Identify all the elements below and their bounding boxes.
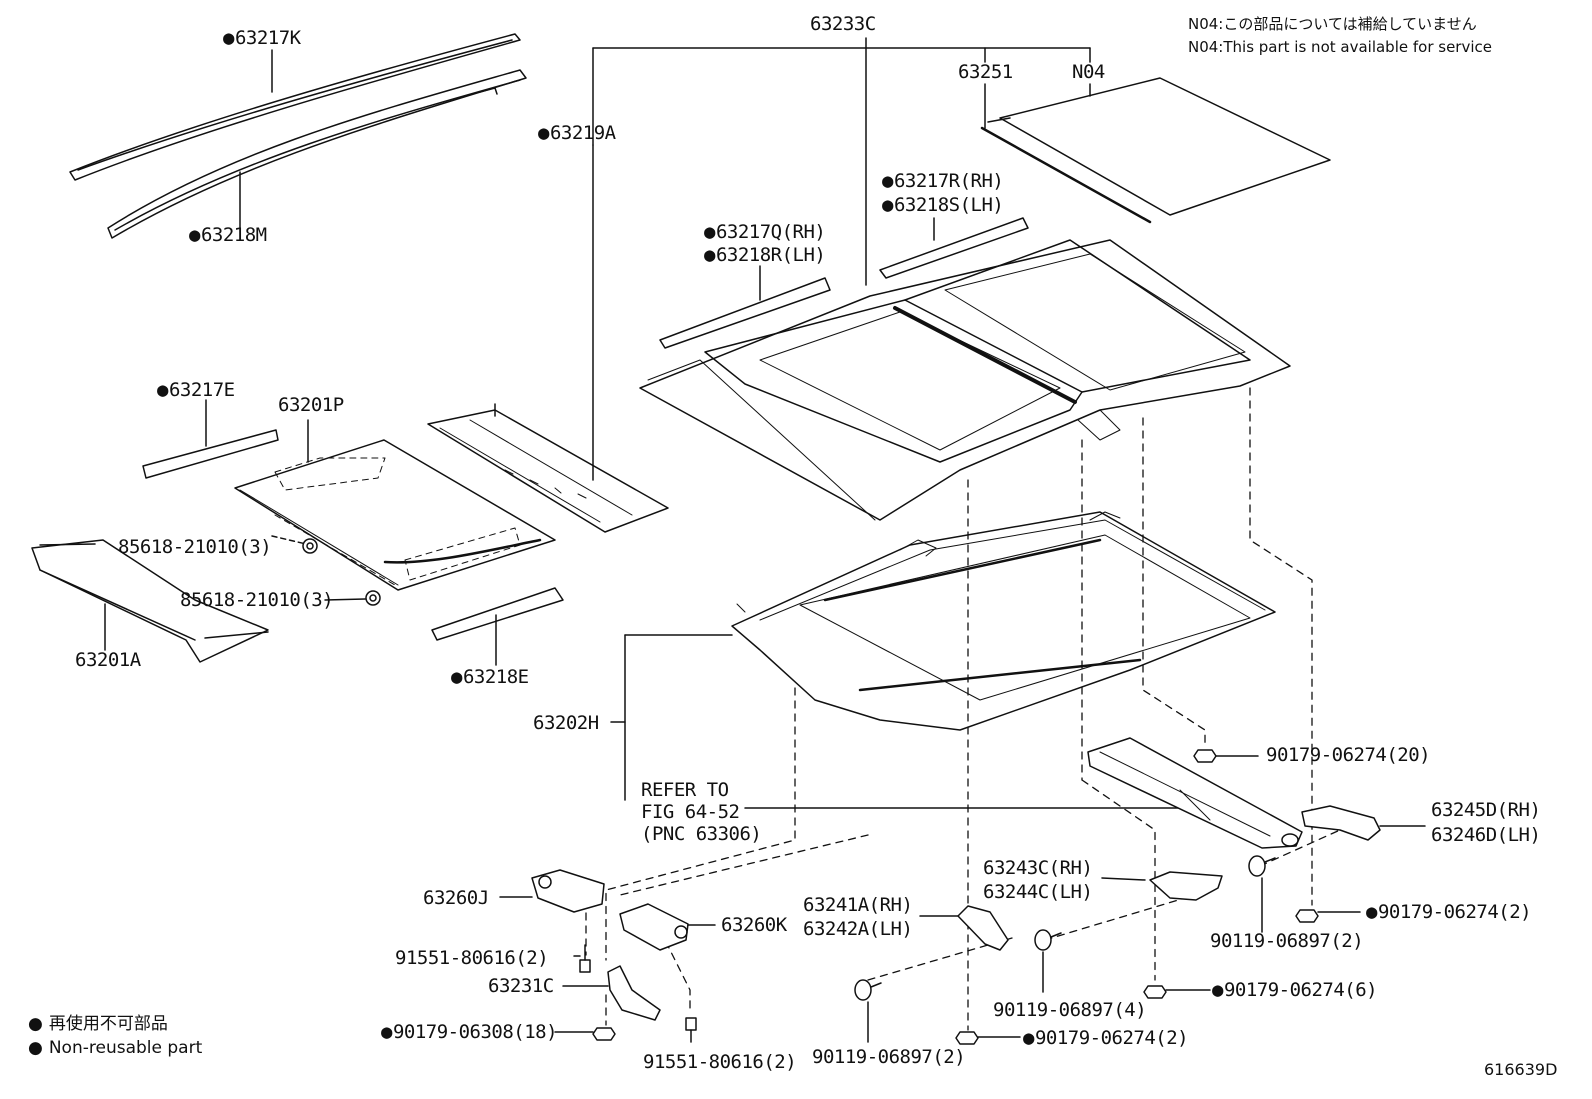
label-85618-upper[interactable]: 85618-21010(3) — [118, 536, 272, 558]
label-N04[interactable]: N04 — [1072, 61, 1105, 83]
bolt-91551-b — [685, 1017, 697, 1043]
label-63218R[interactable]: 63218R(LH) — [704, 246, 826, 265]
label-63217K[interactable]: 63217K — [223, 29, 301, 48]
label-91551-80616-bottom[interactable]: 91551-80616(2) — [643, 1051, 797, 1073]
mounting-lines — [585, 387, 1341, 1031]
legend-english: Non-reusable part — [28, 1040, 202, 1057]
bolt-90119-4 — [1034, 929, 1062, 951]
label-63219A[interactable]: 63219A — [538, 124, 616, 143]
label-90179-06308-18[interactable]: 90179-06308(18) — [381, 1023, 558, 1042]
bracket-63245D — [1301, 805, 1426, 841]
motor-63260K — [619, 903, 716, 951]
deflector-63217Q — [659, 277, 831, 349]
nut-90179-2b — [955, 1031, 979, 1045]
bracket-63241A — [919, 905, 1009, 951]
label-90179-06274-6[interactable]: 90179-06274(6) — [1212, 981, 1378, 1000]
label-90179-06274-2-right[interactable]: 90179-06274(2) — [1366, 903, 1532, 922]
nut-90179-6 — [1143, 985, 1167, 999]
label-63201P[interactable]: 63201P — [278, 394, 344, 416]
weatherstrip-63217E — [142, 429, 279, 479]
glass-panel-63251 — [980, 77, 1331, 224]
diagram-id: 616639D — [1484, 1060, 1558, 1079]
label-63231C[interactable]: 63231C — [488, 975, 554, 997]
roof-moulding-lower — [107, 69, 527, 239]
label-63217Q[interactable]: 63217Q(RH) — [704, 223, 826, 242]
label-90119-06897-2-bottom[interactable]: 90119-06897(2) — [812, 1046, 966, 1068]
label-63251[interactable]: 63251 — [958, 61, 1013, 83]
bolt-91551-a — [579, 944, 591, 973]
bracket-63243C — [1101, 871, 1223, 901]
nut-90179-2a — [1295, 909, 1319, 923]
label-85618-lower[interactable]: 85618-21010(3) — [180, 589, 334, 611]
label-63246D[interactable]: 63246D(LH) — [1431, 824, 1541, 846]
label-63218E[interactable]: 63218E — [451, 668, 529, 687]
label-63260J[interactable]: 63260J — [423, 887, 489, 909]
label-63245D[interactable]: 63245D(RH) — [1431, 799, 1541, 821]
note-n04-english: N04:This part is not available for servi… — [1188, 38, 1492, 56]
label-63233C[interactable]: 63233C — [810, 13, 876, 35]
roof-panel-63201P — [234, 419, 556, 591]
label-63243C[interactable]: 63243C(RH) — [983, 857, 1093, 879]
label-63217E[interactable]: 63217E — [157, 381, 235, 400]
label-90119-06897-4[interactable]: 90119-06897(4) — [993, 999, 1147, 1021]
label-refer-fig[interactable]: REFER TO FIG 64-52 (PNC 63306) — [641, 779, 762, 845]
label-63218M[interactable]: 63218M — [189, 226, 267, 245]
sunshade-roller — [1087, 737, 1303, 849]
note-n04-japanese: N04:この部品については補給していません — [1188, 15, 1477, 33]
label-91551-80616-left[interactable]: 91551-80616(2) — [395, 947, 549, 969]
bracket-63231C — [562, 965, 661, 1021]
label-90119-06897-2-right[interactable]: 90119-06897(2) — [1210, 930, 1364, 952]
roof-moulding-upper — [69, 33, 521, 181]
nut-90179-18 — [592, 1027, 616, 1041]
nut-90179-20 — [1193, 749, 1217, 763]
reinforcement-63219A — [427, 403, 669, 533]
label-63242A[interactable]: 63242A(LH) — [803, 918, 913, 940]
label-63201A[interactable]: 63201A — [75, 649, 141, 671]
label-90179-06274-20[interactable]: 90179-06274(20) — [1266, 744, 1431, 766]
label-63202H[interactable]: 63202H — [533, 712, 599, 734]
drive-frame-63202H — [731, 511, 1276, 731]
label-63260K[interactable]: 63260K — [721, 914, 787, 936]
clip-85618-upper — [271, 535, 318, 554]
sunroof-housing — [639, 239, 1291, 521]
label-90179-06274-2-bottom[interactable]: 90179-06274(2) — [1023, 1029, 1189, 1048]
motor-63260J — [499, 869, 605, 913]
bolt-90119-2b — [854, 979, 882, 1001]
label-63241A[interactable]: 63241A(RH) — [803, 894, 913, 916]
clip-85618-lower — [324, 590, 381, 606]
label-63217R[interactable]: 63217R(RH) — [882, 172, 1004, 191]
weatherstrip-63218E — [431, 587, 564, 641]
legend-japanese: 再使用不可部品 — [28, 1016, 168, 1033]
deflector-63217R — [879, 217, 1029, 279]
label-63218S[interactable]: 63218S(LH) — [882, 196, 1004, 215]
label-63244C[interactable]: 63244C(LH) — [983, 881, 1093, 903]
bolt-90119-2a — [1248, 855, 1276, 877]
front-moulding-63201A — [31, 539, 269, 663]
